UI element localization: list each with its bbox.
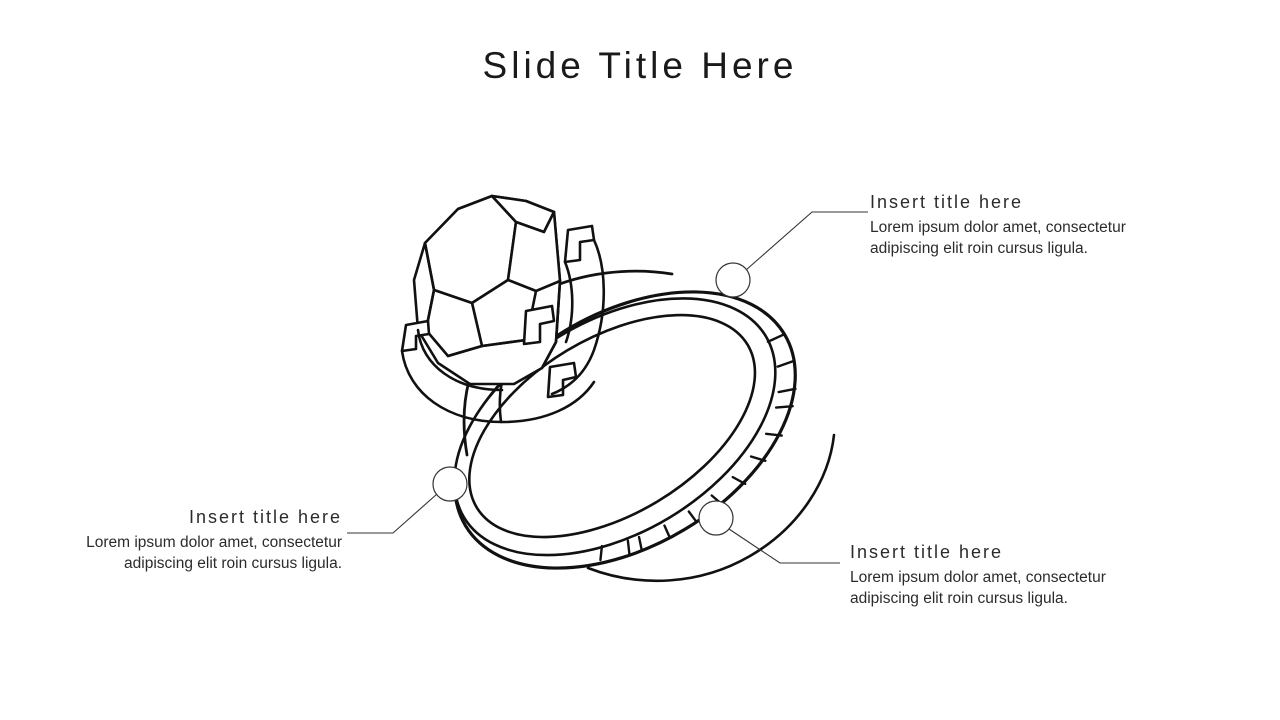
setting-right-wall-inner xyxy=(563,260,574,344)
setting-cradle-inner xyxy=(416,328,504,392)
facet-line xyxy=(731,475,747,486)
gem-edge-right xyxy=(540,279,562,370)
callout-1: Insert title here Lorem ipsum dolor amet… xyxy=(870,190,1160,259)
callout-2-title: Insert title here xyxy=(188,507,342,527)
callout-3-title: Insert title here xyxy=(850,542,1004,562)
facet-line xyxy=(687,510,698,524)
facet-line xyxy=(626,539,631,556)
prong-center xyxy=(546,361,578,399)
gem-setting xyxy=(400,238,606,424)
callout-2-body: Lorem ipsum dolor amet, consectetur adip… xyxy=(86,534,342,572)
gem-prongs xyxy=(400,224,596,399)
callout-1-title: Insert title here xyxy=(870,192,1024,212)
ring-drawing-group xyxy=(400,194,836,583)
facet-line xyxy=(764,432,783,437)
facet-line xyxy=(663,524,672,539)
setting-right-wall xyxy=(550,238,606,396)
prong-upper-right xyxy=(563,224,596,264)
page-title: Slide Title Here xyxy=(482,45,798,86)
gem-edge-bottom xyxy=(446,338,528,358)
facet-line xyxy=(776,359,796,368)
facet-line xyxy=(749,455,767,463)
gem-stone xyxy=(412,194,562,386)
facet-line xyxy=(637,535,643,552)
ring-illustration xyxy=(330,170,890,620)
band-facet-hatching xyxy=(586,333,836,583)
facet-line xyxy=(599,544,604,562)
callout-2: Insert title here Lorem ipsum dolor amet… xyxy=(60,505,342,574)
prong-right xyxy=(522,304,556,346)
facet-line xyxy=(766,333,786,343)
setting-cradle xyxy=(400,349,596,424)
ring-band xyxy=(453,290,797,570)
callout-3-body: Lorem ipsum dolor amet, consectetur adip… xyxy=(850,569,1106,607)
callout-3: Insert title here Lorem ipsum dolor amet… xyxy=(850,540,1140,609)
facet-line xyxy=(777,387,797,394)
shank-top-right xyxy=(543,269,674,292)
facet-line xyxy=(774,405,794,409)
gem-edge-left xyxy=(423,241,436,332)
callout-1-body: Lorem ipsum dolor amet, consectetur adip… xyxy=(870,219,1126,257)
ring-illustration-svg xyxy=(400,194,836,583)
band-inner-hole xyxy=(468,313,757,539)
